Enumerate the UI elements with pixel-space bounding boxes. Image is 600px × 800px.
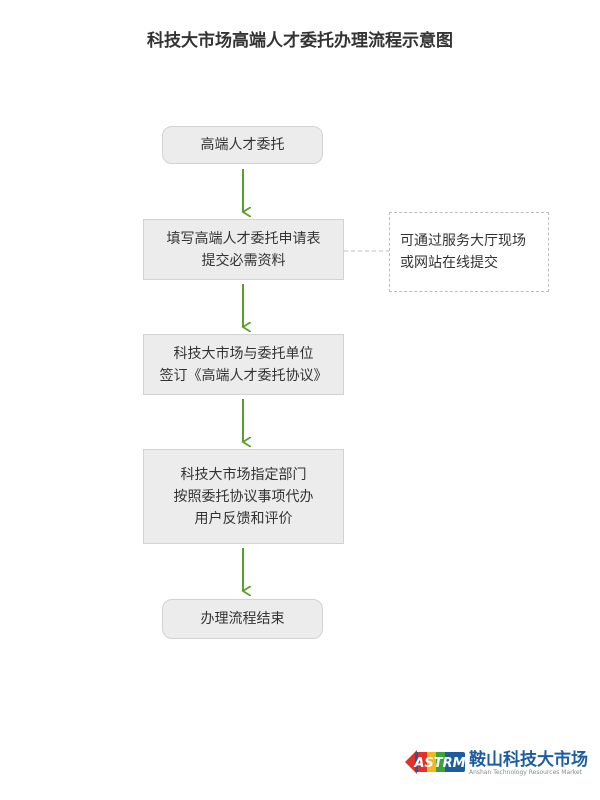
agreement-node: 科技大市场与委托单位 签订《高端人才委托协议》 — [143, 334, 344, 395]
logo-name: 鞍山科技大市场 — [469, 750, 588, 770]
application-node-line-1: 填写高端人才委托申请表 — [166, 230, 321, 247]
handling-node-line-1: 科技大市场指定部门 — [180, 466, 307, 483]
submission-note-line-2: 或网站在线提交 — [400, 255, 498, 271]
end-node: 办理流程结束 — [162, 599, 323, 639]
application-node-line-2: 提交必需资料 — [201, 252, 286, 269]
astrm-logo: ASTRM 鞍山科技大市场 Anshan Technology Resource… — [405, 742, 595, 782]
handling-node-line-2: 按照委托协议事项代办 — [173, 488, 314, 505]
application-node: 填写高端人才委托申请表 提交必需资料 — [143, 219, 344, 280]
handling-node-line-3: 用户反馈和评价 — [194, 510, 293, 527]
end-node-text: 办理流程结束 — [200, 611, 285, 627]
start-node: 高端人才委托 — [162, 126, 323, 164]
start-node-text: 高端人才委托 — [200, 137, 285, 153]
agreement-node-line-1: 科技大市场与委托单位 — [173, 345, 314, 362]
handling-node: 科技大市场指定部门 按照委托协议事项代办 用户反馈和评价 — [143, 449, 344, 544]
agreement-node-line-2: 签订《高端人才委托协议》 — [159, 367, 328, 384]
submission-note-line-1: 可通过服务大厅现场 — [400, 233, 526, 249]
svg-text:ASTRM: ASTRM — [413, 756, 465, 771]
diagram-title: 科技大市场高端人才委托办理流程示意图 — [147, 31, 453, 51]
submission-note: 可通过服务大厅现场 或网站在线提交 — [389, 212, 549, 292]
astrm-logo-mark: ASTRM — [405, 750, 466, 774]
logo-subtitle: Anshan Technology Resources Market — [469, 769, 582, 776]
